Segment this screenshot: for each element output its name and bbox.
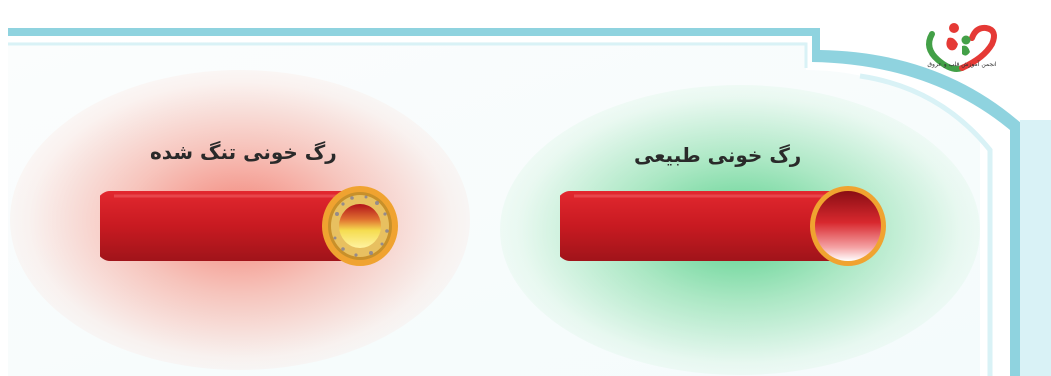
narrowed-vessel-label: رگ خونی تنگ شده (150, 140, 337, 164)
narrowed-lumen (339, 204, 381, 248)
heart-logo-icon (914, 18, 1010, 78)
normal-vessel-illustration (560, 176, 905, 276)
open-lumen (815, 191, 881, 261)
logo-text: انجمن آموزش قلب و عروق (912, 61, 1012, 68)
narrowed-vessel-illustration (100, 176, 445, 276)
normal-vessel-label: رگ خونی طبیعی (634, 143, 801, 167)
vessel-body (560, 191, 845, 261)
vessel-body (100, 191, 355, 261)
